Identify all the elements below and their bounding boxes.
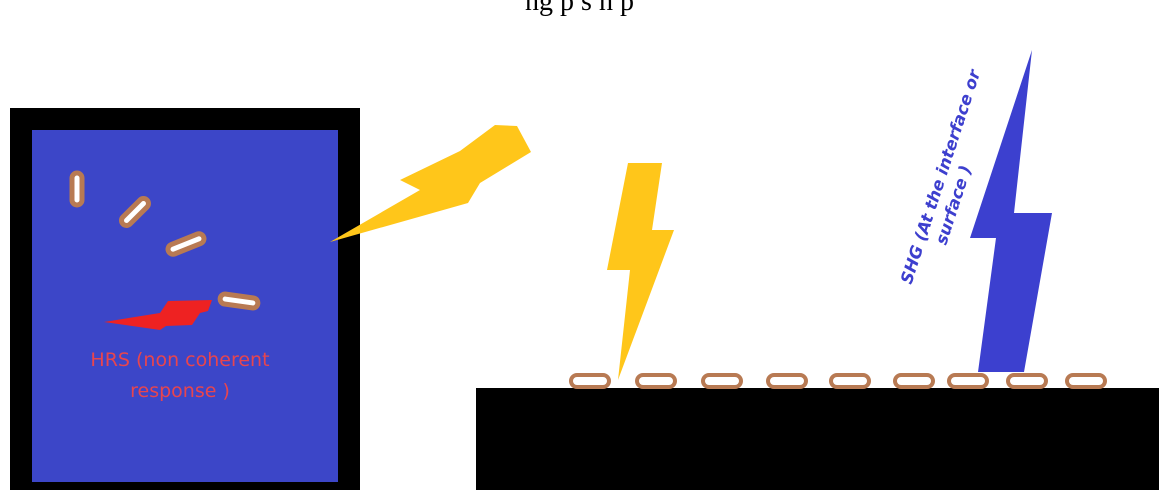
molecule-interface [637, 375, 675, 387]
molecule-interface [768, 375, 806, 387]
interface-molecules [571, 375, 1105, 387]
hrs-label: HRS (non coherent response ) [60, 345, 300, 407]
molecule-interface [895, 375, 933, 387]
molecule-interface [831, 375, 869, 387]
molecule-interface [1067, 375, 1105, 387]
molecule-interface [703, 375, 741, 387]
molecule-bulk-4 [219, 293, 258, 308]
molecule-interface [571, 375, 609, 387]
incident-bolt-interface-icon [607, 163, 674, 380]
hrs-label-line-1: HRS (non coherent [60, 345, 300, 376]
incident-bolt-bulk-icon [330, 125, 531, 242]
hrs-label-line-2: response ) [60, 376, 300, 407]
molecule-interface [1008, 375, 1046, 387]
molecule-bulk-1 [72, 173, 82, 205]
substrate [476, 388, 1159, 490]
molecule-interface [949, 375, 987, 387]
